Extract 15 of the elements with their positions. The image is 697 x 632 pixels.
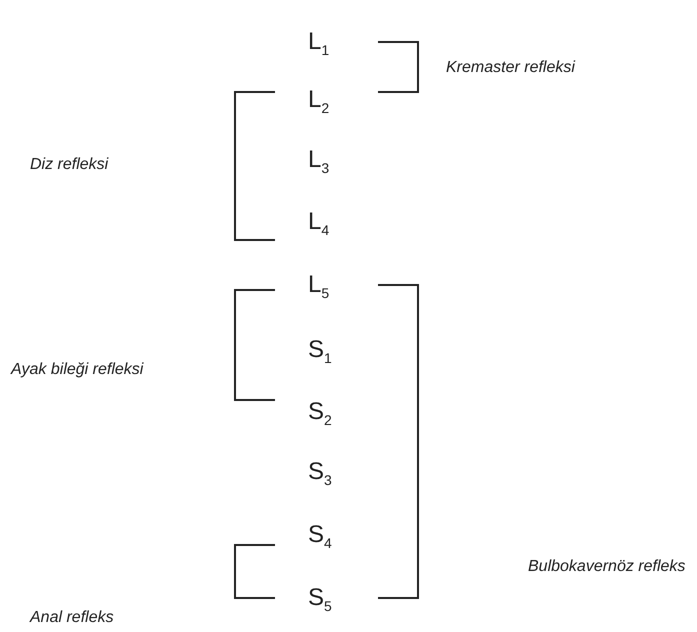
spinal-segment-label: L$_{1}$: [308, 28, 330, 60]
reflex-label: Kremaster refleksi: [446, 58, 575, 78]
spinal-segment-label: L$_{5}$: [308, 271, 330, 303]
reflex-label: Bulbokavernöz refleks: [528, 557, 686, 577]
reflex-label: Diz refleksi: [30, 155, 108, 175]
spinal-segment-label: S$_{3}$: [308, 458, 332, 490]
spinal-segment-label: S$_{2}$: [308, 398, 332, 430]
spinal-segment-label: L$_{2}$: [308, 86, 330, 118]
spinal-segment-label: S$_{4}$: [308, 521, 332, 553]
spinal-segment-label: S$_{5}$: [308, 584, 332, 616]
reflex-label: Ayak bileği refleksi: [11, 360, 144, 380]
spinal-segment-label: L$_{3}$: [308, 146, 330, 178]
spinal-segment-label: L$_{4}$: [308, 208, 330, 240]
spinal-segment-label: S$_{1}$: [308, 336, 332, 368]
reflex-label: Anal refleks: [30, 608, 114, 628]
